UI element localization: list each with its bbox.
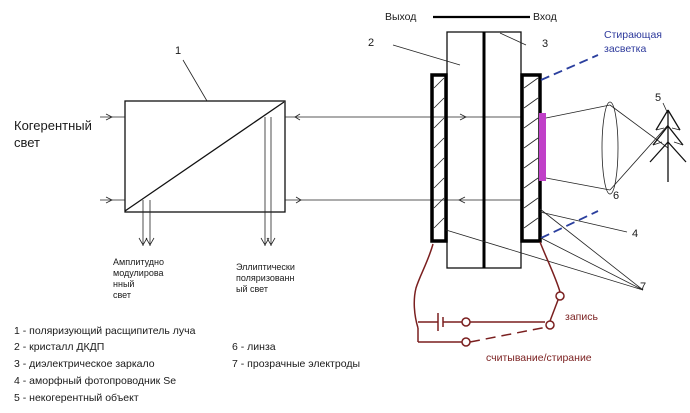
legend-item-4: 4 - аморфный фотопроводник Se — [14, 375, 176, 387]
legend-item-5: 5 - некогерентный объект — [14, 392, 139, 404]
label-elliptic-3: ый свет — [236, 284, 268, 294]
label-amplitude-1: Амплитудно — [113, 257, 164, 267]
right-electrode — [520, 73, 542, 243]
label-elliptic-2: поляризованн — [236, 273, 295, 283]
label-6: 6 — [613, 190, 619, 202]
label-erase-2: засветка — [604, 43, 646, 55]
leader-line-1 — [182, 59, 208, 102]
lens — [601, 101, 619, 195]
label-7: 7 — [640, 281, 646, 293]
label-write: запись — [565, 311, 598, 323]
beam-paths — [138, 113, 522, 246]
label-elliptic-1: Эллиптически — [236, 262, 295, 272]
label-2: 2 — [368, 37, 374, 49]
label-coherent-light-1: Когерентный — [14, 118, 92, 133]
leader-line-4 — [539, 211, 628, 233]
label-amplitude-2: модулирова — [113, 268, 164, 278]
leader-lines-7 — [445, 208, 644, 291]
legend-item-6: 6 - линза — [232, 341, 276, 353]
legend-item-2: 2 - кристалл ДКДП — [14, 341, 104, 353]
legend-item-3: 3 - диэлектрическое заркало — [14, 358, 155, 370]
leader-line-3 — [499, 32, 527, 46]
label-3: 3 — [542, 38, 548, 50]
label-4: 4 — [632, 228, 638, 240]
electric-circuit — [413, 241, 565, 347]
beam-splitter — [124, 100, 286, 213]
leader-line-5 — [662, 102, 669, 115]
label-amplitude-3: нный — [113, 279, 134, 289]
legend-item-7: 7 - прозрачные электроды — [232, 358, 360, 370]
label-input: Вход — [533, 11, 557, 23]
tree-object-icon — [649, 109, 687, 182]
leader-line-2 — [392, 44, 461, 66]
label-erase-1: Стирающая — [604, 29, 662, 41]
label-5: 5 — [655, 92, 661, 104]
legend-left: 1 - поляризующий расщипитель луча 2 - кр… — [14, 325, 196, 404]
legend-item-1: 1 - поляризующий расщипитель луча — [14, 325, 196, 337]
label-coherent-light-2: свет — [14, 135, 40, 150]
dkdp-crystal — [446, 31, 522, 269]
left-electrode — [430, 73, 448, 243]
erase-illumination-rays — [540, 54, 599, 239]
coherent-beams — [100, 113, 125, 204]
label-amplitude-4: свет — [113, 290, 131, 300]
imaging-rays — [545, 104, 669, 191]
photoconductor-strip — [539, 113, 546, 181]
label-output: Выход — [385, 11, 416, 23]
label-1: 1 — [175, 45, 181, 57]
legend-right: 6 - линза 7 - прозрачные электроды — [232, 341, 360, 370]
label-read-erase: считывание/стирание — [486, 352, 592, 364]
